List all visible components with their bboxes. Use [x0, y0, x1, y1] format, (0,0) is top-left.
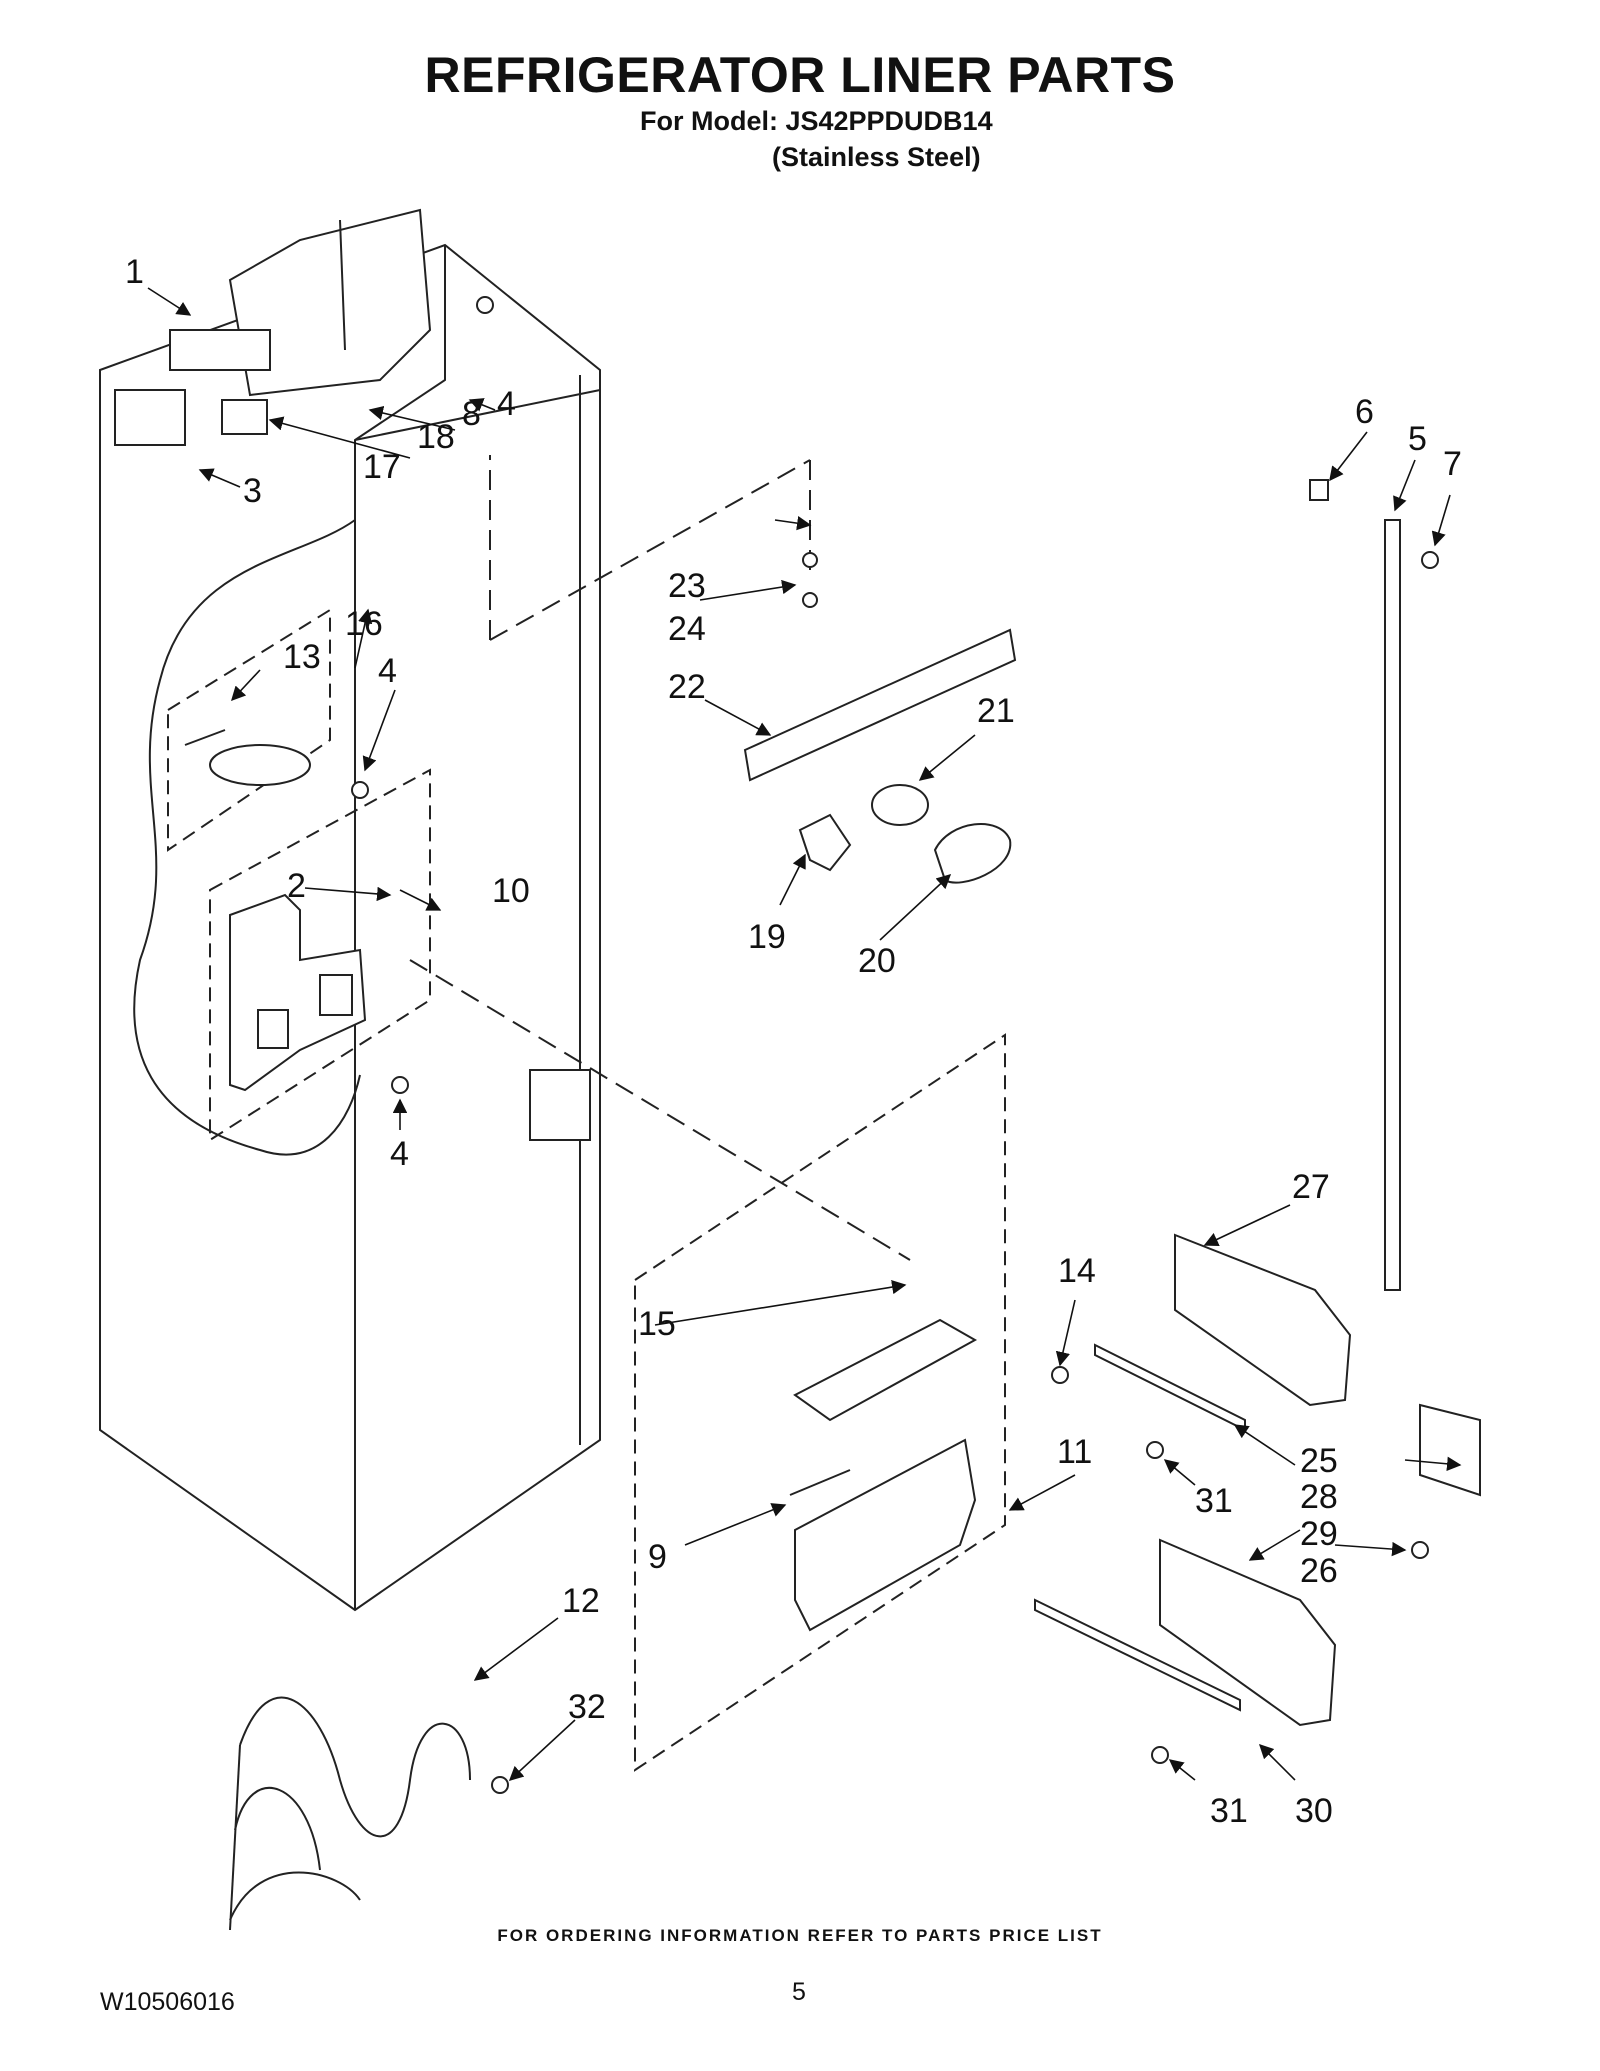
- callout-12: 12: [562, 1582, 600, 1620]
- callout-21: 21: [977, 692, 1015, 730]
- callout-22: 22: [668, 668, 706, 706]
- callout-15: 15: [638, 1305, 676, 1343]
- callout-13: 13: [283, 638, 321, 676]
- callout-26: 26: [1300, 1552, 1338, 1590]
- shelf-bracket-upper: [1174, 1233, 1352, 1407]
- light-bracket: [743, 628, 1017, 782]
- callout-14: 14: [1058, 1252, 1096, 1290]
- callout-labels: 1 2 3 4 4 4 5 6 7 8 9 10 11 12 13 14 15 …: [125, 253, 1462, 1830]
- callout-8: 8: [462, 395, 481, 433]
- callout-16: 16: [345, 605, 383, 643]
- callout-10: 10: [492, 872, 530, 910]
- callout-9: 9: [648, 1538, 667, 1576]
- control-dashed-box: [167, 608, 331, 852]
- shelf-bracket-lower: [1159, 1538, 1337, 1727]
- shelf-rail-upper: [1094, 1343, 1246, 1432]
- callout-17: 17: [363, 448, 401, 486]
- light-shield: [933, 823, 1012, 884]
- callout-4c: 4: [390, 1135, 409, 1173]
- callout-32: 32: [568, 1688, 606, 1726]
- shelf-rail-lower: [1034, 1598, 1241, 1712]
- callout-11: 11: [1057, 1433, 1092, 1471]
- drawer-bin: [794, 1438, 977, 1632]
- bulb: [871, 784, 929, 826]
- drain-coil: [229, 1696, 471, 1921]
- top-housing: [114, 208, 432, 446]
- callout-19: 19: [748, 918, 786, 956]
- finish-line: (Stainless Steel): [772, 142, 981, 172]
- callout-27: 27: [1292, 1168, 1330, 1206]
- cover-plate: [793, 1318, 978, 1422]
- callout-28: 28: [1300, 1478, 1338, 1516]
- callout-23: 23: [668, 567, 706, 605]
- callout-2: 2: [287, 867, 306, 905]
- callout-25: 25: [1300, 1442, 1338, 1480]
- page-title: REFRIGERATOR LINER PARTS: [424, 47, 1176, 103]
- shelf-end-cap: [1419, 1403, 1481, 1497]
- callout-30: 30: [1295, 1792, 1333, 1830]
- callout-24: 24: [668, 610, 706, 648]
- dispenser-dashed-box: [209, 768, 431, 1142]
- callout-4b: 4: [378, 652, 397, 690]
- ordering-note: FOR ORDERING INFORMATION REFER TO PARTS …: [497, 1926, 1103, 1945]
- callout-7: 7: [1443, 445, 1462, 483]
- callout-1: 1: [125, 253, 144, 291]
- control-panel: [209, 744, 311, 786]
- callout-31b: 31: [1210, 1792, 1248, 1830]
- bulb-socket: [798, 813, 852, 872]
- callout-29: 29: [1300, 1515, 1338, 1553]
- callout-6: 6: [1355, 393, 1374, 431]
- refrigerator-liner: [99, 243, 601, 1612]
- page-number: 5: [792, 1978, 806, 2006]
- callout-18: 18: [417, 418, 455, 456]
- drawer-dashed-box: [634, 1033, 1006, 1772]
- callout-3: 3: [243, 472, 262, 510]
- wiring-harness: [133, 519, 361, 1156]
- callout-31a: 31: [1195, 1482, 1233, 1520]
- callout-5: 5: [1408, 420, 1427, 458]
- shelf-ladder: [1384, 519, 1401, 1291]
- callout-20: 20: [858, 942, 896, 980]
- document-number: W10506016: [100, 1988, 235, 2016]
- light-dashed-line: [489, 455, 811, 641]
- callout-4a: 4: [497, 385, 516, 423]
- model-line: For Model: JS42PPDUDB14: [640, 106, 993, 136]
